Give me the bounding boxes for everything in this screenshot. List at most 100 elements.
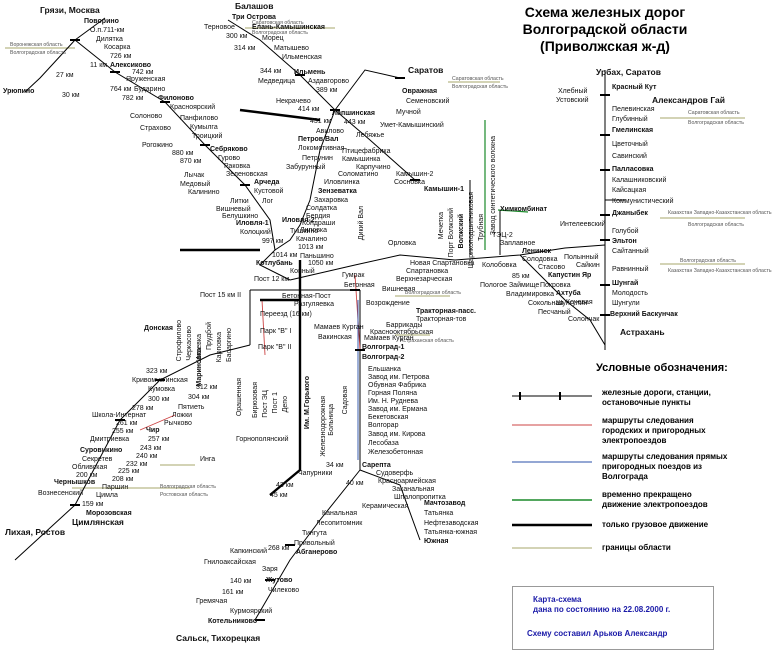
station-yarenkaya: Яруженская <box>126 76 166 83</box>
station-zhelezobeton: Железобетонная <box>368 449 423 456</box>
station-kurmoyarskiy: Курмоярский <box>230 608 273 615</box>
station-chernyshkov: Чернышков <box>54 479 96 486</box>
station-post-ets: Пост ЭЦ <box>262 390 269 418</box>
station-zakharovka: Захаровка <box>314 197 349 204</box>
region-volgograd-5: Волгоградская область <box>688 222 744 228</box>
station-sebryakovo: Себряково <box>210 146 248 153</box>
station-km268: 268 км <box>268 545 290 552</box>
station-panshino: Паньшино <box>300 253 334 260</box>
station-kachalino: Качалино <box>296 236 328 243</box>
station-kamyshinka: Камышинка <box>342 156 381 163</box>
station-berdiya: Бердия <box>306 213 331 220</box>
station-ilovlya1: Иловля-1 <box>236 220 269 227</box>
station-km45: 45 км <box>270 492 288 499</box>
station-kustovoy: Кустовой <box>254 188 284 195</box>
station-km300: 300 км <box>226 33 248 40</box>
station-trioostrova: Три Острова <box>232 14 276 21</box>
station-log: Лог <box>262 198 274 205</box>
station-solonovo: Солоново <box>130 113 163 120</box>
terminus-uryupino: Урюпино <box>3 88 35 95</box>
station-medveditsa: Медведица <box>258 78 296 85</box>
legend-item-direct: маршруты следования прямых пригородных п… <box>602 452 728 481</box>
station-parshin: Паршин <box>102 484 129 491</box>
station-ternovoe: Терновое <box>204 24 235 31</box>
station-nekrachevo: Некрачево <box>276 98 311 105</box>
station-km200: 200 км <box>76 472 98 479</box>
station-pereezd: Переезд (16 км) <box>260 311 312 318</box>
station-km880: 880 км <box>172 150 194 157</box>
station-km726: 726 км <box>110 53 132 60</box>
terminus-salsk: Сальск, Тихорецкая <box>176 633 261 643</box>
station-zakanalnaya: Заканальная <box>392 486 435 493</box>
station-golubinskiy: Голубой <box>612 228 639 235</box>
station-beketovskaya: Бекетовская <box>368 414 409 421</box>
region-volgograd-2: Волгоградская область <box>252 30 308 36</box>
station-km782: 782 км <box>122 95 144 102</box>
station-dilyatka: Дилятка <box>96 36 123 43</box>
title-line-3: (Приволжская ж-д) <box>540 38 670 54</box>
station-pesochny: Песчаный <box>538 309 571 316</box>
station-orashennaya: Орашенная <box>236 378 243 417</box>
station-donskaya: Донская <box>144 325 173 332</box>
station-shungulin: Шунгулин <box>556 300 588 307</box>
station-lozhki: Ложки <box>172 412 193 419</box>
station-troitskiy: Троицкий <box>192 133 223 140</box>
station-ilmenskaya: Ильменская <box>282 54 322 61</box>
station-kotluban: Котлубань <box>256 260 293 267</box>
terminus-gryazi: Грязи, Москва <box>40 5 100 15</box>
station-depo: Депо <box>282 396 289 413</box>
station-zelenovskaya: Зеленовская <box>226 171 268 178</box>
station-kochevaya: Кочевая <box>566 299 593 306</box>
station-litki: Литки <box>230 198 249 205</box>
station-kolotsky: Колоцкий <box>240 229 271 236</box>
station-km314: 314 км <box>234 45 256 52</box>
station-verhniy-baskunchak: Верхний Баскунчак <box>610 311 678 318</box>
station-surovikino: Суровикино <box>80 447 123 454</box>
legend-samples <box>512 392 592 549</box>
station-soldatka: Солдатка <box>306 205 338 212</box>
station-razgulyaevka: Разгуляевка <box>294 301 334 308</box>
station-savinskiy: Савинский <box>612 153 647 160</box>
station-volgograd1: Волгоград-1 <box>362 344 405 351</box>
station-polynny: Полынный <box>564 254 599 261</box>
station-zavod-sintet: Завод синтетического волокна <box>490 136 497 236</box>
station-km34: 34 км <box>326 462 344 469</box>
terminus-kamyshin: Камышин-1 <box>424 186 464 193</box>
terminus-liha: Лихая, Ростов <box>5 527 66 537</box>
station-lipovka: Липовка <box>300 227 328 234</box>
note-line-1: Карта-схема <box>533 595 582 604</box>
station-kamyshin2: Камышин-2 <box>396 171 434 178</box>
station-km208: 208 км <box>112 476 134 483</box>
station-ilovlinka: Иловлинка <box>324 179 360 186</box>
station-zhelezn: Железнодорожная <box>320 396 327 457</box>
station-chir: Чир <box>146 427 160 434</box>
station-cherkasovo: Черкасово <box>186 326 193 361</box>
station-stasovo: Стасово <box>538 264 566 271</box>
station-gurovo: Гурово <box>218 155 241 162</box>
station-km300b: 300 км <box>148 396 170 403</box>
station-saytanny: Сайтанный <box>612 248 649 255</box>
station-km414: 414 км <box>298 106 320 113</box>
station-km443: 443 км <box>344 119 366 126</box>
station-ticks <box>70 39 610 621</box>
station-yuzhnaya: Южная <box>424 538 449 545</box>
region-kazakhstan-2: Казахстан Западно-Казахстанская область <box>668 268 772 274</box>
station-zhutovo: Жутово <box>266 577 293 584</box>
station-krasny-kut: Красный Кут <box>612 84 657 91</box>
station-km431: 431 км <box>310 118 332 125</box>
tracks-commuter <box>139 274 361 431</box>
station-im-gorkogo: Им. М.Горького <box>304 376 311 430</box>
station-gremyachaya: Гремячая <box>196 598 228 605</box>
station-tishkino: Тишкино <box>290 228 319 235</box>
station-volgograd2: Волгоград-2 <box>362 354 405 361</box>
station-gmelinskaya: Гмелинская <box>612 127 654 134</box>
station-krasnyoktyabrskaya: Краснооктябрьская <box>370 329 434 336</box>
station-lesobaza: Лесобаза <box>368 440 399 447</box>
station-kanalnaya: Канальная <box>322 510 358 517</box>
station-park-b2: Парк "В" II <box>258 344 292 351</box>
station-km85: 85 км <box>512 273 530 280</box>
station-kalinino: Калинино <box>188 189 220 196</box>
legend-item-commuter: маршруты следования городских и пригород… <box>602 416 706 445</box>
tracks-freight <box>180 108 321 496</box>
